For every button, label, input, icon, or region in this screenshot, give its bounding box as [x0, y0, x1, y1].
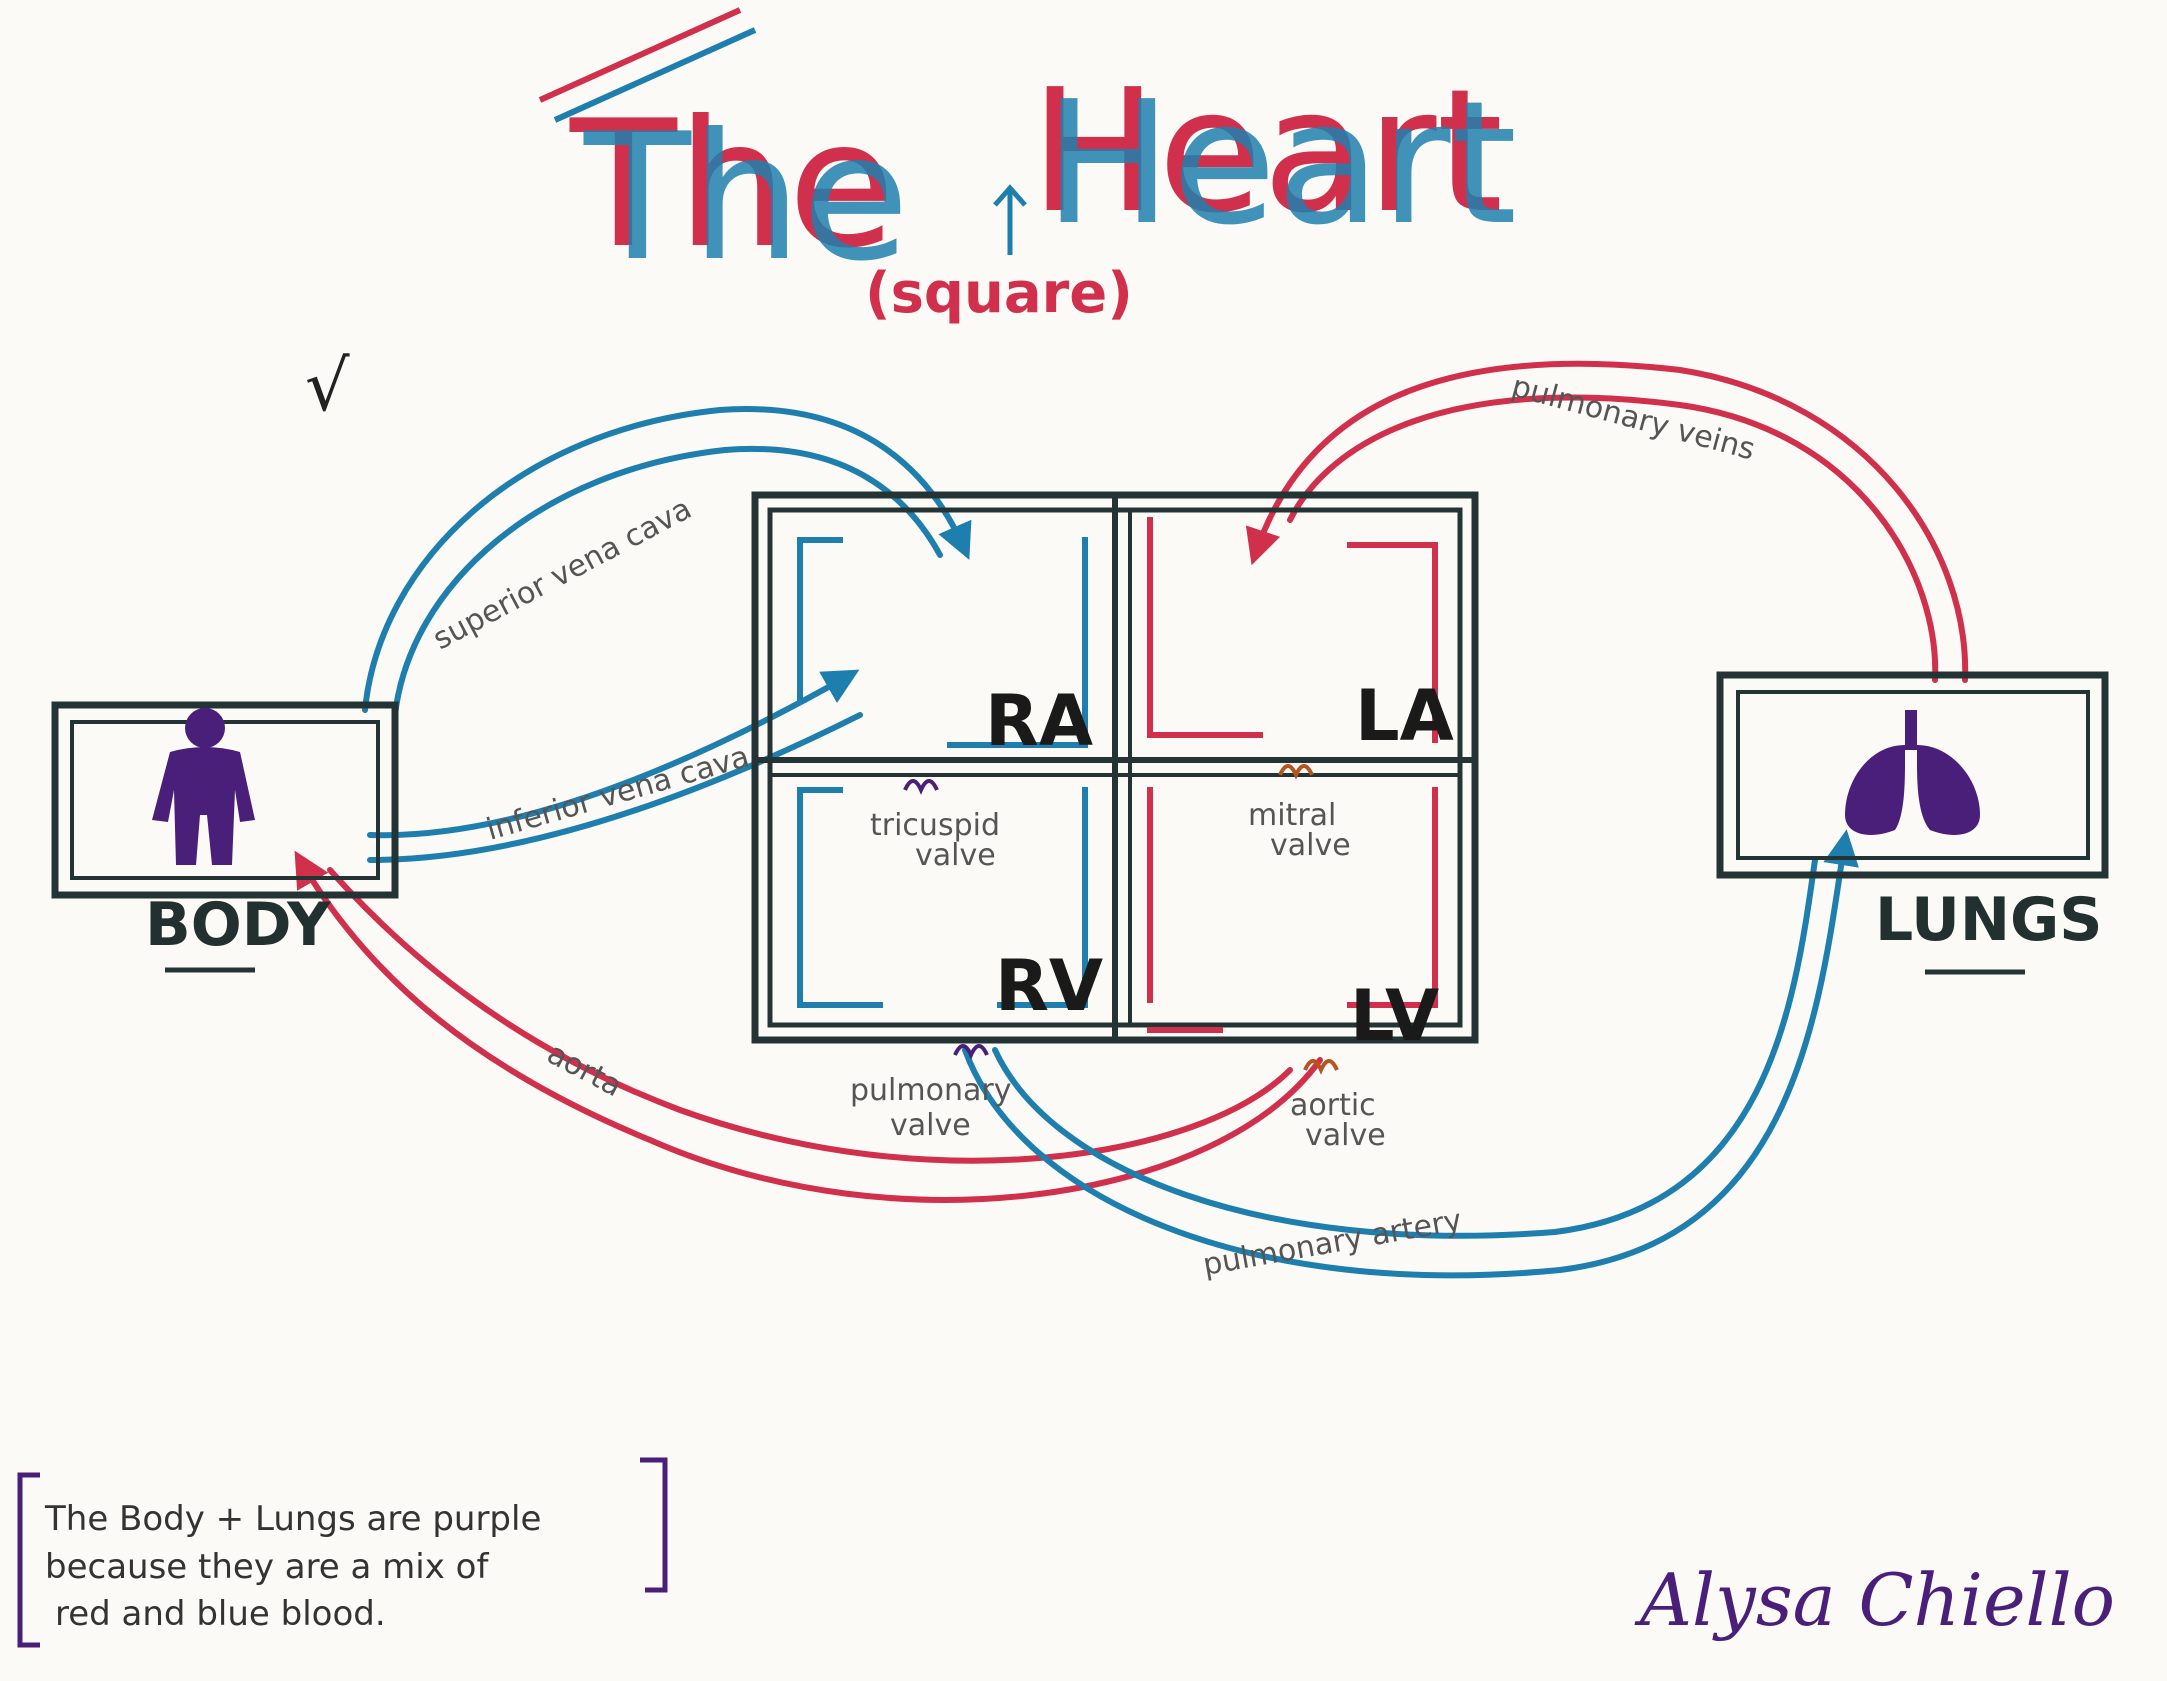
ra-liner — [800, 540, 840, 700]
lungs-box-outer — [1720, 675, 2105, 875]
title-annotation: (square) — [865, 261, 1133, 326]
pulmonary-valve-mark — [955, 1046, 987, 1055]
chamber-la: LA — [1355, 675, 1454, 757]
pulmonary-artery-outer — [965, 840, 1845, 1275]
note: The Body + Lungs are purple because they… — [20, 1460, 665, 1645]
tricuspid-valve-label-2: valve — [915, 838, 996, 873]
title: The The Heart Heart (square) — [540, 10, 1517, 326]
rv-liner — [800, 790, 880, 1005]
chamber-rv: RV — [995, 945, 1103, 1027]
lv-liner-2 — [1350, 790, 1435, 1005]
note-line-2: because they are a mix of — [45, 1547, 489, 1587]
note-line-1: The Body + Lungs are purple — [44, 1499, 541, 1539]
pulmonary-valve-label-2: valve — [890, 1108, 971, 1143]
lungs-icon — [1845, 710, 1980, 835]
tricuspid-valve-mark — [905, 781, 937, 790]
label-pulmonary-veins: pulmonary veins — [1508, 369, 1759, 468]
aorta-inner — [330, 870, 1290, 1161]
heart-square — [755, 495, 1475, 1040]
title-heart-blue: Heart — [1044, 65, 1517, 263]
lungs-label: LUNGS — [1875, 885, 2103, 955]
note-bracket-right — [640, 1460, 665, 1590]
check-mark: √ — [305, 345, 350, 427]
body-figure-icon — [152, 708, 255, 865]
chamber-lv: LV — [1350, 975, 1439, 1057]
signature: Alysa Chiello — [1634, 1558, 2115, 1642]
pulmonary-valve-label-1: pulmonary — [850, 1073, 1011, 1108]
title-the-blue: The — [583, 97, 909, 300]
superior-vena-cava-inner — [395, 449, 940, 715]
aortic-valve-label-2: valve — [1305, 1118, 1386, 1153]
chamber-ra: RA — [985, 680, 1093, 762]
body-box: BODY — [55, 705, 395, 970]
note-bracket-left — [20, 1475, 40, 1645]
note-line-3: red and blue blood. — [55, 1594, 386, 1634]
lungs-box: LUNGS — [1720, 675, 2105, 972]
label-inferior-vena-cava: inferior vena cava — [483, 739, 754, 847]
mitral-valve-label-2: valve — [1270, 828, 1351, 863]
pulmonary-veins-inner — [1290, 398, 1935, 680]
body-label: BODY — [145, 890, 332, 960]
superior-vena-cava-outer — [365, 409, 965, 710]
